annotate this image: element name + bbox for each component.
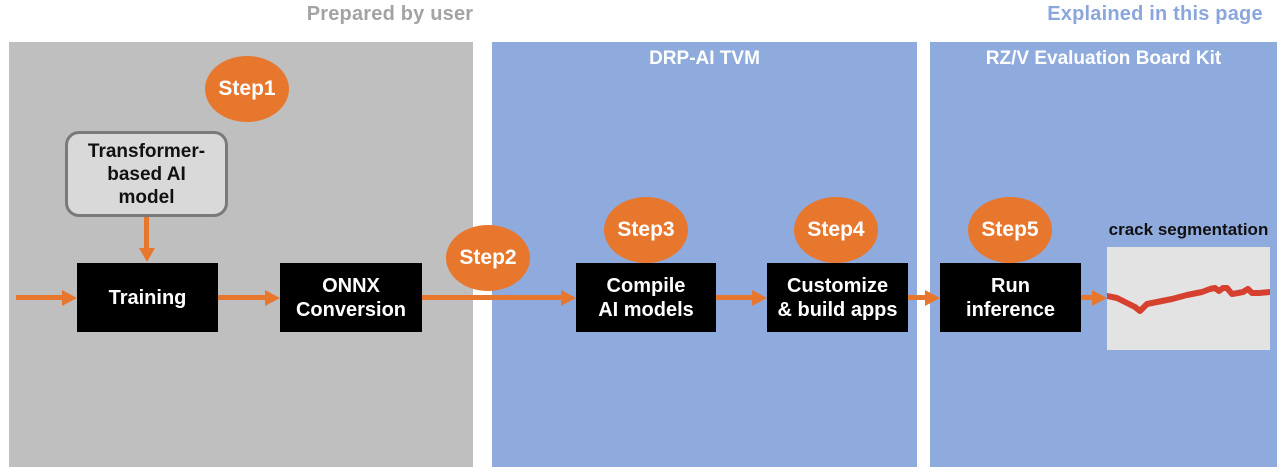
arrow-head-icon xyxy=(561,289,576,306)
node-run-inference: Run inference xyxy=(940,263,1081,332)
arrow-head-icon xyxy=(752,289,767,306)
arrow-onnx-to-compile xyxy=(422,289,576,306)
step4-badge: Step4 xyxy=(794,197,878,263)
crack-segmentation-label: crack segmentation xyxy=(1108,220,1269,239)
arrow-head-icon xyxy=(1092,289,1107,306)
step3-badge: Step3 xyxy=(604,197,688,263)
arrow-head-icon xyxy=(265,289,280,306)
arrow-run-to-result xyxy=(1081,289,1107,306)
step2-badge: Step2 xyxy=(446,225,530,291)
node-onnx-conversion: ONNX Conversion xyxy=(280,263,422,332)
node-customize-build-apps: Customize & build apps xyxy=(767,263,908,332)
arrow-into-training xyxy=(16,289,77,306)
arrow-head-icon xyxy=(138,248,155,262)
prepared-by-user-label: Prepared by user xyxy=(306,3,474,25)
panel-title-rzv-board-kit: RZ/V Evaluation Board Kit xyxy=(985,48,1222,69)
arrow-model-to-training xyxy=(138,217,155,262)
arrow-head-icon xyxy=(62,289,77,306)
arrow-training-to-onnx xyxy=(218,289,280,306)
arrow-compile-to-customize xyxy=(716,289,767,306)
node-compile-ai-models: Compile AI models xyxy=(576,263,716,332)
explained-in-this-page-label: Explained in this page xyxy=(1047,3,1263,25)
arrow-customize-to-run xyxy=(908,289,940,306)
crack-line-graphic xyxy=(1107,285,1270,314)
arrow-head-icon xyxy=(925,289,940,306)
step5-badge: Step5 xyxy=(968,197,1052,263)
step1-badge: Step1 xyxy=(205,56,289,122)
panel-title-drp-ai-tvm: DRP-AI TVM xyxy=(649,48,760,69)
node-training: Training xyxy=(77,263,218,332)
crack-segmentation-image xyxy=(1107,247,1270,350)
node-transformer-model: Transformer- based AI model xyxy=(65,131,228,217)
